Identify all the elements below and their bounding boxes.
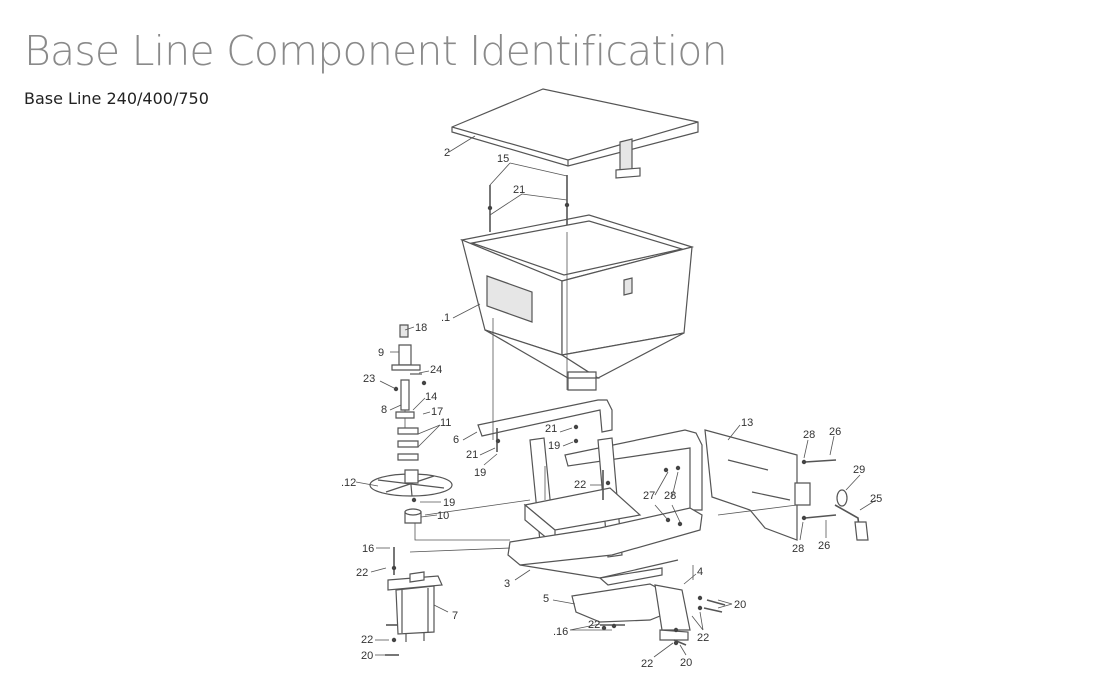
callout-22-motor-base: 22 [361, 634, 373, 646]
mount-bracket [571, 583, 691, 641]
callout-21: 21 [513, 184, 525, 196]
callout-16-motor: 16 [362, 543, 374, 555]
callout-20-bracket: 20 [734, 599, 746, 611]
callout-11: 11 [440, 417, 451, 429]
callout-14: 14 [425, 391, 437, 403]
hopper-lid [451, 88, 699, 179]
callout-16-bracket: .16 [553, 626, 568, 638]
guard-plate [704, 429, 798, 541]
frame [477, 399, 703, 586]
callout-28-bottom: 28 [792, 543, 804, 555]
callout-28-top: 28 [803, 429, 815, 441]
callout-23: 23 [363, 373, 375, 385]
assembly-guide-lines [409, 232, 798, 580]
callout-22-frame: 22 [574, 479, 586, 491]
callout-22-bracket: 22 [588, 619, 600, 631]
part-callouts: 2 15 21 .1 18 9 24 23 14 8 17 11 6 21 19… [341, 147, 882, 670]
leader-lines [355, 135, 877, 658]
collar [404, 508, 422, 524]
page-subtitle: Base Line 240/400/750 [24, 89, 209, 108]
callout-2: 2 [444, 147, 450, 159]
callout-19-disc: 19 [443, 497, 455, 509]
callout-21-tube: 21 [466, 449, 478, 461]
callout-1: .1 [441, 312, 450, 324]
motor [387, 571, 443, 642]
callout-13: 13 [741, 417, 753, 429]
callout-22-bracket-bottom: 22 [641, 658, 653, 670]
callout-4: 4 [697, 566, 703, 578]
callout-25: 25 [870, 493, 882, 505]
callout-15: 15 [497, 153, 509, 165]
callout-26-bottom: 26 [818, 540, 830, 552]
spinner-disc [369, 469, 453, 497]
callout-21-frame: 21 [545, 423, 557, 435]
callout-20-bracket-bottom: 20 [680, 657, 692, 669]
callout-29: 29 [853, 464, 865, 476]
callout-12: .12 [341, 477, 356, 489]
spinner-shaft-assembly [391, 324, 422, 461]
callout-28-mid: 28 [664, 490, 676, 502]
callout-17: 17 [431, 406, 443, 418]
callout-24: 24 [430, 364, 442, 376]
callout-5: 5 [543, 593, 549, 605]
callout-7: 7 [452, 610, 458, 622]
callout-9: 9 [378, 347, 384, 359]
callout-20-motor-base: 20 [361, 650, 373, 662]
callout-8: 8 [381, 404, 387, 416]
page-title: Base Line Component Identification [24, 27, 728, 75]
callout-27: 27 [643, 490, 655, 502]
callout-26-top: 26 [829, 426, 841, 438]
handle-crank [794, 482, 869, 541]
callout-19-tube: 19 [474, 467, 486, 479]
callout-22-bracket-side: 22 [697, 632, 709, 644]
callout-18: 18 [415, 322, 427, 334]
callout-19-frame: 19 [548, 440, 560, 452]
callout-6: 6 [453, 434, 459, 446]
callout-10: 10 [437, 510, 449, 522]
callout-22-motor: 22 [356, 567, 368, 579]
callout-3: 3 [504, 578, 510, 590]
hopper-body [459, 214, 695, 391]
